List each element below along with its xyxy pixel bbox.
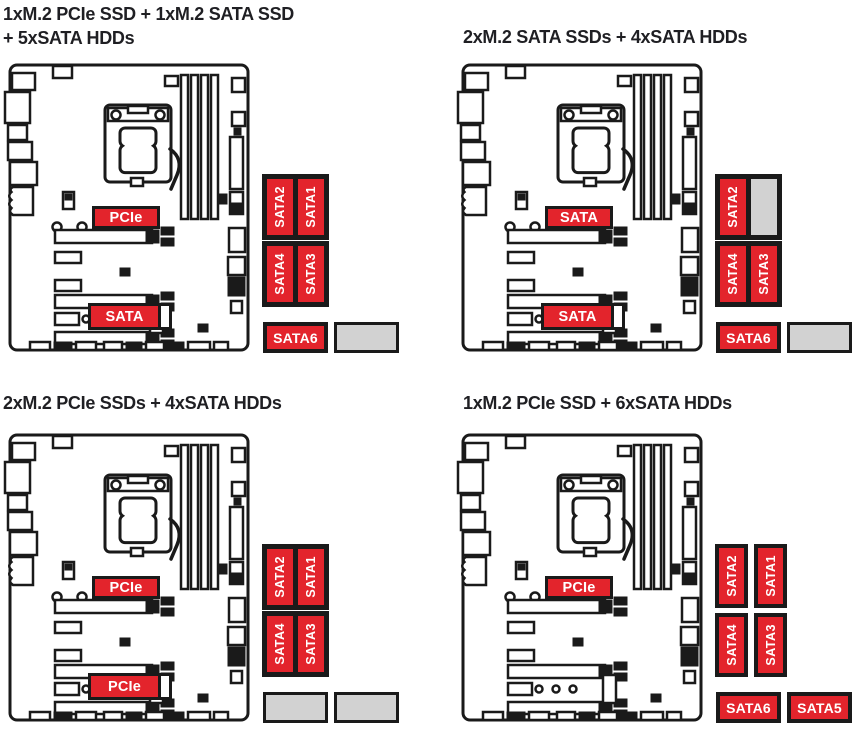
- sata-port-row: SATA6: [263, 322, 399, 353]
- sata-port-pair: SATA2 SATA1: [262, 544, 329, 610]
- sata-port: SATA2: [720, 179, 746, 235]
- diagram-config-1: 1xM.2 PCIe SSD + 1xM.2 SATA SSD + 5xSATA…: [0, 0, 430, 366]
- sata-ports-legend: SATA2 SATA1 SATA4 SATA3: [262, 544, 402, 726]
- sata-port: SATA4: [267, 616, 293, 672]
- diagram-title: 1xM.2 PCIe SSD + 6xSATA HDDs: [463, 393, 732, 413]
- sata-port: SATA3: [298, 616, 324, 672]
- sata-port: [787, 322, 852, 353]
- sata-port: SATA3: [754, 613, 787, 677]
- diagram-title: 1xM.2 PCIe SSD + 1xM.2 SATA SSD + 5xSATA…: [3, 4, 294, 48]
- sata-port: SATA2: [715, 544, 748, 608]
- m2-slot-label-top: PCIe: [92, 576, 160, 599]
- sata-port: SATA3: [751, 246, 777, 302]
- sata-port-row: [263, 692, 399, 723]
- sata-port: [334, 322, 399, 353]
- sata-ports-legend: SATA2 SATA1 SATA4 SATA3 SATA6: [262, 174, 402, 356]
- sata-ports-legend: SATA2 SATA4 SATA3 SATA6: [715, 174, 855, 356]
- sata-port: SATA4: [267, 246, 293, 302]
- m2-slot-label-bottom: PCIe: [88, 673, 172, 700]
- sata-port: [263, 692, 328, 723]
- diagram-config-3: 2xM.2 PCIe SSDs + 4xSATA HDDs PCIe PCIe …: [0, 370, 430, 736]
- diagram-title: 2xM.2 SATA SSDs + 4xSATA HDDs: [463, 27, 748, 47]
- sata-port-pair: SATA2: [715, 174, 782, 240]
- sata-port: SATA3: [298, 246, 324, 302]
- sata-port: SATA2: [267, 549, 293, 605]
- sata-port-row: SATA6 SATA5: [716, 692, 852, 723]
- sata-port: SATA6: [716, 322, 781, 353]
- sata-port-pair: SATA4 SATA3: [262, 611, 329, 677]
- sata-ports-legend: SATA2 SATA1 SATA4 SATA3 SATA6 SATA5: [715, 544, 855, 726]
- sata-port: [334, 692, 399, 723]
- sata-port: SATA5: [787, 692, 852, 723]
- sata-port: SATA1: [298, 549, 324, 605]
- m2-slot-label-top: SATA: [545, 206, 613, 229]
- diagram-config-2: 2xM.2 SATA SSDs + 4xSATA HDDs SATA SATA …: [453, 0, 860, 366]
- sata-port-pair: SATA4 SATA3: [262, 241, 329, 307]
- sata-port: SATA6: [263, 322, 328, 353]
- sata-port: SATA4: [715, 613, 748, 677]
- m2-slot-label-bottom: SATA: [541, 303, 625, 330]
- m2-slot-label-bottom: SATA: [88, 303, 172, 330]
- sata-port-row: SATA6: [716, 322, 852, 353]
- sata-port-pair: SATA4 SATA3: [715, 613, 787, 679]
- diagram-config-4: 1xM.2 PCIe SSD + 6xSATA HDDs PCIe SATA2 …: [453, 370, 860, 736]
- m2-slot-label-top: PCIe: [92, 206, 160, 229]
- sata-port: SATA4: [720, 246, 746, 302]
- sata-port: [751, 179, 777, 235]
- sata-port-pair: SATA2 SATA1: [262, 174, 329, 240]
- sata-port: SATA1: [754, 544, 787, 608]
- sata-port: SATA2: [267, 179, 293, 235]
- sata-port: SATA1: [298, 179, 324, 235]
- diagram-title: 2xM.2 PCIe SSDs + 4xSATA HDDs: [3, 393, 282, 413]
- m2-slot-label-top: PCIe: [545, 576, 613, 599]
- sata-port-pair: SATA4 SATA3: [715, 241, 782, 307]
- sata-port: SATA6: [716, 692, 781, 723]
- sata-port-pair: SATA2 SATA1: [715, 544, 787, 610]
